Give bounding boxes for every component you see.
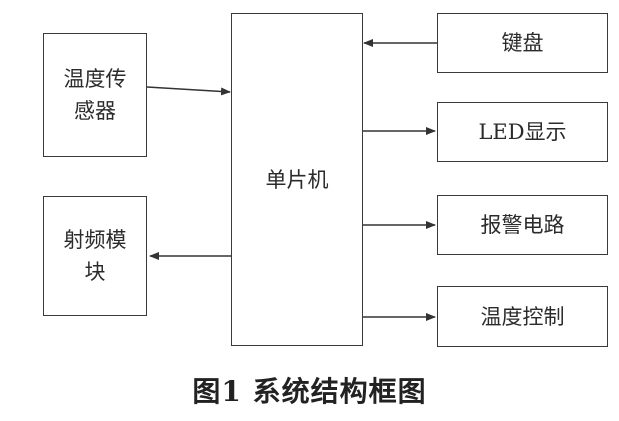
led-display-block: LED显示 <box>437 102 608 162</box>
led-display-label: LED显示 <box>478 120 567 144</box>
keyboard-label: 键盘 <box>501 31 544 55</box>
rf-module-label: 射频模块 <box>63 228 127 284</box>
temp-control-block: 温度控制 <box>437 286 608 347</box>
temp-sensor-block: 温度传感器 <box>43 33 147 157</box>
temp-sensor-label: 温度传感器 <box>63 67 127 123</box>
mcu-label: 单片机 <box>265 167 329 192</box>
keyboard-block: 键盘 <box>437 13 608 73</box>
alarm-circuit-block: 报警电路 <box>437 195 608 255</box>
mcu-block: 单片机 <box>231 13 363 346</box>
alarm-circuit-label: 报警电路 <box>480 213 565 237</box>
arrow-sensor-to-mcu <box>146 86 231 96</box>
rf-module-block: 射频模块 <box>43 196 147 316</box>
figure-caption: 图1 系统结构框图 <box>192 375 427 408</box>
temp-control-label: 温度控制 <box>480 304 565 329</box>
